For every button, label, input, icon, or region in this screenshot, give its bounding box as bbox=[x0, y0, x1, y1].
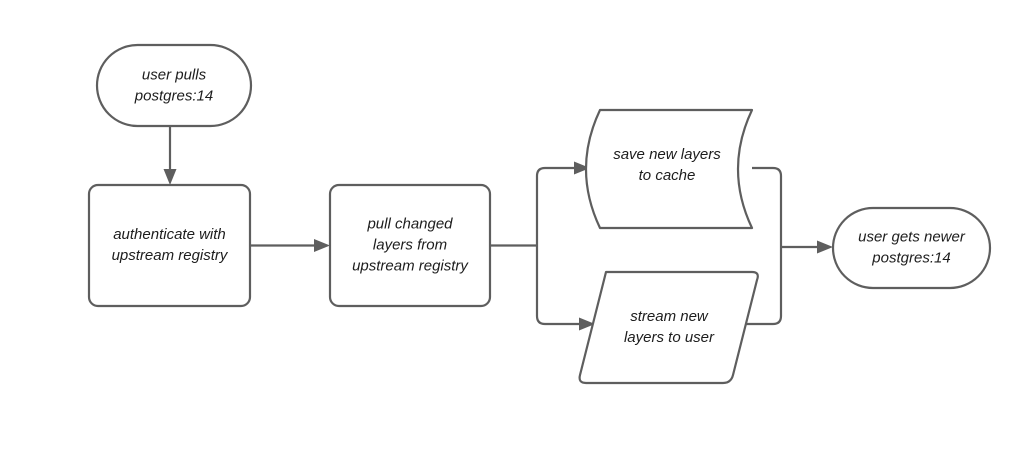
node-label-line2: layers from bbox=[373, 236, 447, 253]
node-label-line2: postgres:14 bbox=[134, 87, 213, 104]
rounded-rectangle-shape bbox=[328, 183, 492, 308]
edge-line bbox=[535, 245, 585, 326]
node-label-line2: layers to user bbox=[624, 329, 715, 346]
rounded-rectangle-shape bbox=[87, 183, 252, 308]
stadium-shape bbox=[95, 43, 253, 128]
node-label-line1: user gets newer bbox=[858, 228, 966, 245]
node-label-line1: save new layers bbox=[613, 146, 721, 163]
node-label-line3: upstream registry bbox=[352, 257, 469, 274]
arrow-head-icon bbox=[817, 240, 833, 254]
node-label-line1: authenticate with bbox=[113, 226, 226, 243]
node-label-line2: to cache bbox=[639, 167, 696, 184]
edge-authenticate-to-pull bbox=[250, 239, 330, 252]
edge-merge-to-result bbox=[781, 240, 833, 254]
tape-shape bbox=[584, 108, 754, 230]
arrow-head-icon bbox=[314, 239, 330, 252]
edge-save-to-result bbox=[752, 166, 783, 247]
node-save-to-cache[interactable]: save new layers to cache bbox=[584, 108, 754, 230]
node-label-line1: pull changed bbox=[366, 215, 453, 232]
edge-line bbox=[535, 166, 580, 246]
stadium-shape bbox=[831, 206, 992, 290]
edge-line bbox=[752, 166, 783, 247]
node-label-line1: user pulls bbox=[142, 66, 207, 83]
arrow-head-icon bbox=[579, 317, 595, 331]
node-label-line2: upstream registry bbox=[112, 247, 229, 264]
parallelogram-shape bbox=[578, 270, 759, 385]
node-label-line2: postgres:14 bbox=[871, 249, 950, 266]
edge-stream-to-result bbox=[742, 247, 783, 326]
node-authenticate[interactable]: authenticate with upstream registry bbox=[87, 183, 252, 308]
edge-user-pulls-to-authenticate bbox=[163, 126, 177, 185]
arrow-head-icon bbox=[163, 169, 177, 185]
arrow-head-icon bbox=[574, 161, 590, 175]
edge-pull-to-save bbox=[535, 161, 590, 246]
node-pull-changed-layers[interactable]: pull changed layers from upstream regist… bbox=[328, 183, 492, 308]
edge-pull-to-stream bbox=[535, 245, 595, 331]
node-user-pulls[interactable]: user pulls postgres:14 bbox=[95, 43, 253, 128]
node-stream-to-user[interactable]: stream new layers to user bbox=[578, 270, 759, 385]
node-user-gets-newer[interactable]: user gets newer postgres:14 bbox=[831, 206, 992, 290]
edge-line bbox=[742, 247, 783, 326]
node-label-line1: stream new bbox=[630, 308, 709, 325]
